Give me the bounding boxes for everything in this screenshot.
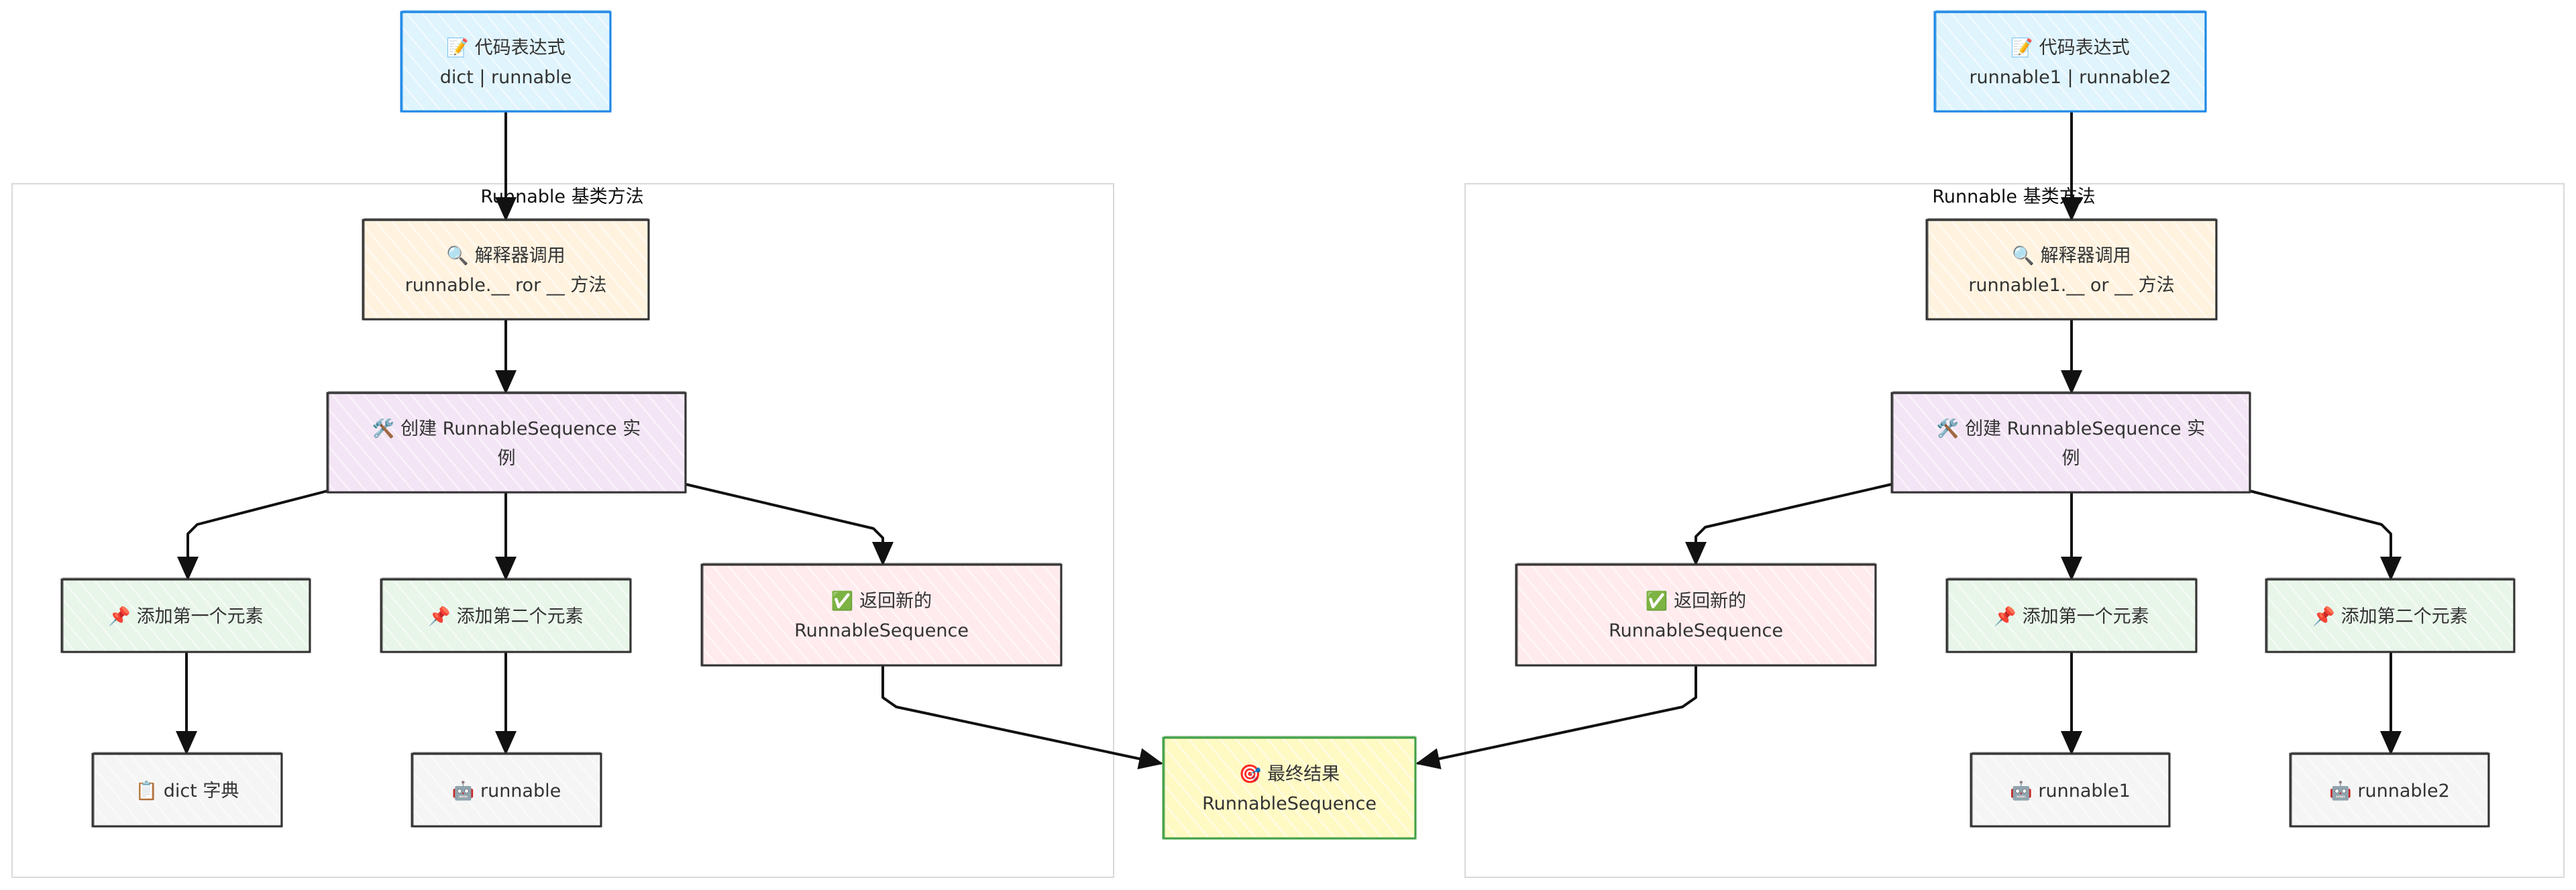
- node-label-line: 🔍 解释器调用: [446, 243, 565, 266]
- node-box-sketch: [702, 563, 1061, 667]
- node-create-left[interactable]: 🛠️ 创建 RunnableSequence 实例: [326, 391, 687, 494]
- node-return-right[interactable]: ✅ 返回新的 RunnableSequence: [1515, 563, 1877, 667]
- node-label-line: runnable.__ ror __ 方法: [405, 275, 607, 296]
- node-box-sketch: [2267, 577, 2514, 653]
- node-label-line: 🎯 最终结果: [1239, 764, 1340, 785]
- node-label-line: 例: [498, 448, 516, 469]
- node-add1-left[interactable]: 📌 添加第一个元素: [60, 577, 311, 653]
- node-interp-right[interactable]: 🔍 解释器调用 runnable1.__ or __ 方法: [1925, 218, 2218, 321]
- node-label-line: 📋 dict 字典: [136, 780, 239, 801]
- node-create-right[interactable]: 🛠️ 创建 RunnableSequence 实例: [1890, 391, 2251, 494]
- edge-create_left-to-return_left: [684, 483, 894, 566]
- node-label-line: 例: [2062, 448, 2080, 469]
- node-box: [2265, 578, 2516, 653]
- node-dict-left[interactable]: 📋 dict 字典: [91, 752, 283, 828]
- node-label-line: 🤖 runnable1: [2010, 780, 2131, 801]
- node-box: [411, 753, 602, 828]
- node-label-line: RunnableSequence: [1609, 620, 1783, 641]
- edge-create_right-to-add2_right: [2249, 490, 2402, 581]
- node-label-line: 🛠️ 创建 RunnableSequence 实: [372, 417, 641, 439]
- node-interp-left[interactable]: 🔍 解释器调用 runnable.__ ror __ 方法: [362, 218, 650, 321]
- node-label-line: 🛠️ 创建 RunnableSequence 实: [1937, 417, 2205, 439]
- node-box-sketch: [402, 10, 610, 113]
- edges-layer: [176, 111, 2402, 769]
- node-label-line: RunnableSequence: [1202, 793, 1377, 814]
- cluster-frame-left: [11, 183, 1114, 878]
- node-label-line: 🔍 解释器调用: [2012, 243, 2131, 266]
- node-box: [60, 578, 311, 653]
- node-label-line: 📝 代码表达式: [446, 37, 565, 58]
- node-box: [362, 219, 650, 321]
- node-box: [1925, 219, 2218, 321]
- node-box-sketch: [382, 577, 631, 653]
- node-final[interactable]: 🎯 最终结果 RunnableSequence: [1162, 736, 1417, 840]
- node-box-sketch: [1517, 563, 1876, 667]
- node-label-line: 📌 添加第二个元素: [428, 605, 583, 627]
- node-label-line: ✅ 返回新的: [1646, 590, 1746, 612]
- node-box-sketch: [413, 752, 601, 828]
- node-label-line: 📌 添加第二个元素: [2312, 605, 2467, 627]
- node-return-left[interactable]: ✅ 返回新的 RunnableSequence: [700, 563, 1063, 667]
- node-box: [380, 578, 632, 653]
- node-box: [2289, 753, 2490, 828]
- node-runnable1-right[interactable]: 🤖 runnable1: [1970, 752, 2171, 828]
- node-add1-right[interactable]: 📌 添加第一个元素: [1945, 577, 2198, 653]
- node-box: [1945, 578, 2198, 653]
- node-box: [91, 753, 283, 828]
- node-add2-right[interactable]: 📌 添加第二个元素: [2265, 577, 2516, 653]
- node-label-line: ✅ 返回新的: [831, 590, 932, 612]
- node-label-line: 📝 代码表达式: [2010, 37, 2129, 58]
- node-expr-left[interactable]: 📝 代码表达式 dict | runnable: [400, 10, 612, 113]
- node-box: [400, 11, 612, 113]
- node-label-line: 📌 添加第一个元素: [108, 605, 263, 627]
- node-label-line: runnable1 | runnable2: [1969, 67, 2171, 88]
- node-add2-left[interactable]: 📌 添加第二个元素: [380, 577, 632, 653]
- edge-create_left-to-add1_left: [177, 490, 329, 581]
- node-box-sketch: [328, 391, 686, 494]
- node-label-line: RunnableSequence: [794, 620, 969, 641]
- node-box-sketch: [62, 577, 310, 653]
- node-box-sketch: [1164, 736, 1415, 840]
- node-label-line: 📌 添加第一个元素: [1994, 605, 2149, 627]
- node-expr-right[interactable]: 📝 代码表达式 runnable1 | runnable2: [1933, 10, 2207, 113]
- cluster-frame-right: [1464, 183, 2565, 878]
- node-label-line: 🤖 runnable2: [2329, 780, 2450, 801]
- node-box-sketch: [1972, 752, 2169, 828]
- node-label-line: runnable1.__ or __ 方法: [1968, 275, 2174, 296]
- node-box: [1890, 392, 2251, 494]
- node-box: [1515, 563, 1877, 667]
- node-box-sketch: [1947, 577, 2196, 653]
- node-box: [326, 392, 687, 494]
- node-runnable2-right[interactable]: 🤖 runnable2: [2289, 752, 2490, 828]
- node-box-sketch: [1927, 218, 2216, 321]
- edge-create_right-to-return_right: [1685, 483, 1893, 566]
- node-runnable-left[interactable]: 🤖 runnable: [411, 752, 602, 828]
- node-box: [1162, 736, 1417, 840]
- node-box-sketch: [364, 218, 649, 321]
- node-box: [1970, 753, 2171, 828]
- edge-return_right-to-final: [1415, 665, 1697, 769]
- node-box: [700, 563, 1063, 667]
- node-label-line: dict | runnable: [440, 67, 572, 88]
- node-label-line: 🤖 runnable: [452, 780, 561, 801]
- node-box-sketch: [2291, 752, 2489, 828]
- nodes-layer: 📝 代码表达式 dict | runnable 🔍 解释器调用 runnable.__…: [60, 10, 2516, 840]
- node-box-sketch: [93, 752, 282, 828]
- node-box-sketch: [1935, 10, 2206, 113]
- edge-return_left-to-final: [881, 665, 1163, 769]
- node-box: [1933, 11, 2207, 113]
- node-box-sketch: [1892, 391, 2250, 494]
